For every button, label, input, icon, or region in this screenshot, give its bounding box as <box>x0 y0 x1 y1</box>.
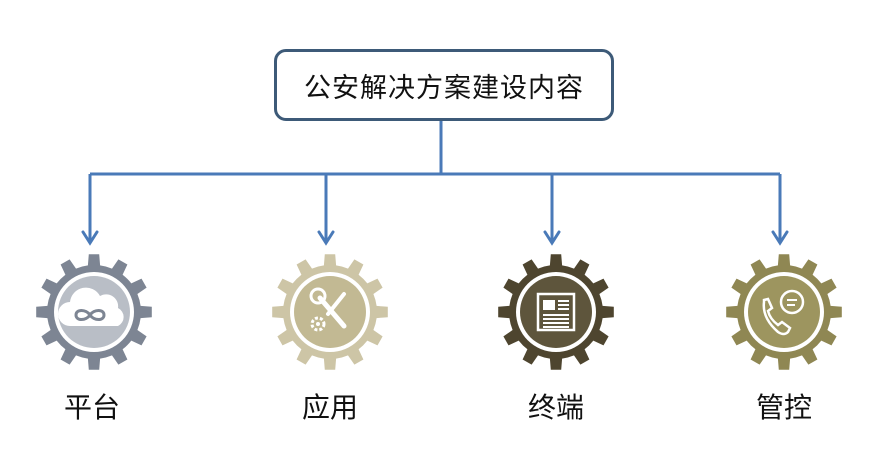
phone-chat-icon <box>762 289 805 336</box>
document-newspaper-icon <box>536 292 576 332</box>
root-node-label: 公安解决方案建设内容 <box>304 72 584 104</box>
gear-application <box>272 254 388 370</box>
gear-platform <box>36 254 152 370</box>
cloud-link-icon <box>58 287 124 326</box>
wrench-screwdriver-gear-icon <box>309 287 347 332</box>
node-label-terminal: 终端 <box>527 391 584 424</box>
node-label-application: 应用 <box>301 391 358 424</box>
arrow-control-head <box>771 230 789 246</box>
gear-control <box>726 254 842 370</box>
root-node-box: 公安解决方案建设内容 <box>274 49 614 121</box>
gear-terminal <box>498 254 614 370</box>
arrow-terminal-head <box>543 230 561 246</box>
arrow-platform-head <box>81 230 99 246</box>
node-label-control: 管控 <box>755 391 812 424</box>
node-label-platform: 平台 <box>63 391 120 424</box>
connector-lines <box>81 121 789 246</box>
arrow-application-head <box>317 230 335 246</box>
gear-nodes <box>36 254 842 370</box>
